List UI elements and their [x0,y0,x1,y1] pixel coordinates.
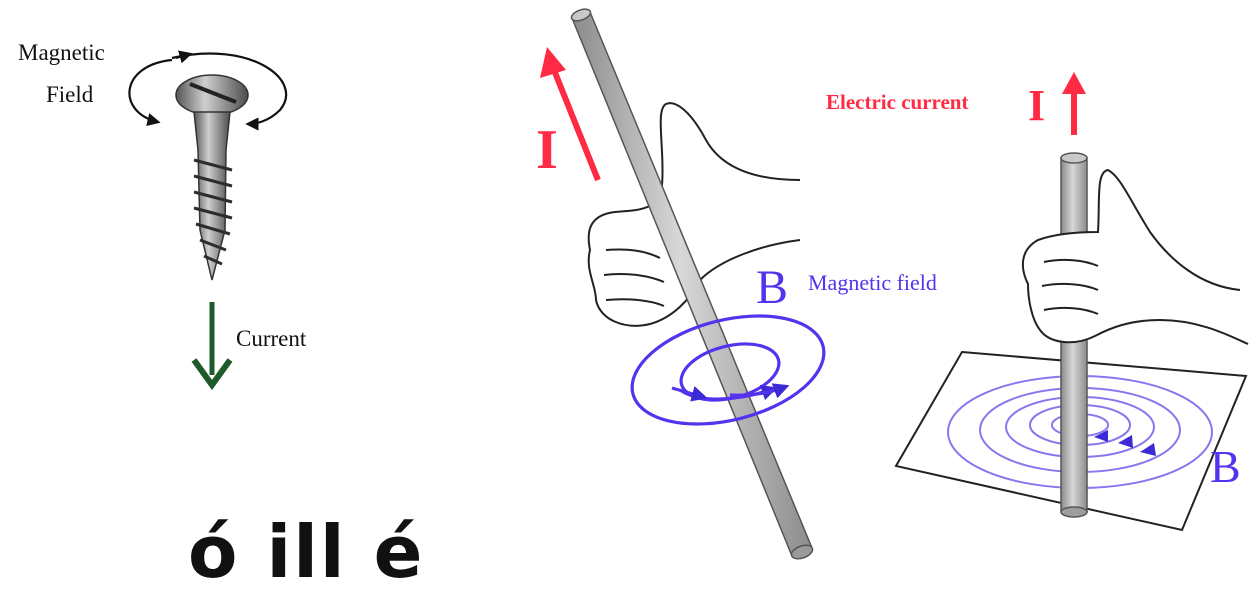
screw-field-loop-back [128,58,173,126]
hand-drawing-left [587,102,801,327]
current-symbol-i-right: I [1028,81,1045,130]
magnetic-field-label: Magnetic field [808,270,937,295]
magnetic-field-label-line2: Field [46,82,94,107]
screw-field-loop-front [171,52,288,131]
current-label: Current [236,326,307,351]
current-arrow-icon [191,302,233,391]
current-symbol-i: I [536,119,558,181]
field-direction-arrows [1094,430,1156,456]
field-symbol-b-right: B [1210,441,1241,492]
tilted-conductor-rod [570,8,814,560]
screw-threads [193,158,233,266]
current-up-arrow-icon [1062,72,1086,135]
tilted-rod-panel: I B Magnetic field [536,8,937,560]
current-direction-arrow-icon [540,47,601,182]
field-symbol-b: B [756,261,788,314]
electric-current-label: Electric current [826,90,968,114]
right-hand-rule-diagram: Magnetic Field Current [18,8,1249,560]
screw-field-loop-top [175,50,193,64]
screw-head [175,74,249,116]
vertical-rod-panel: Electric current I [826,72,1249,532]
magnetic-field-loops [630,314,826,426]
screw-slot [189,82,237,104]
bottom-cut-off-text: ó ill é [188,510,425,594]
hand-drawing-right [1021,168,1249,345]
magnetic-field-label-line1: Magnetic [18,40,105,65]
screw-panel: Magnetic Field Current [18,40,307,391]
